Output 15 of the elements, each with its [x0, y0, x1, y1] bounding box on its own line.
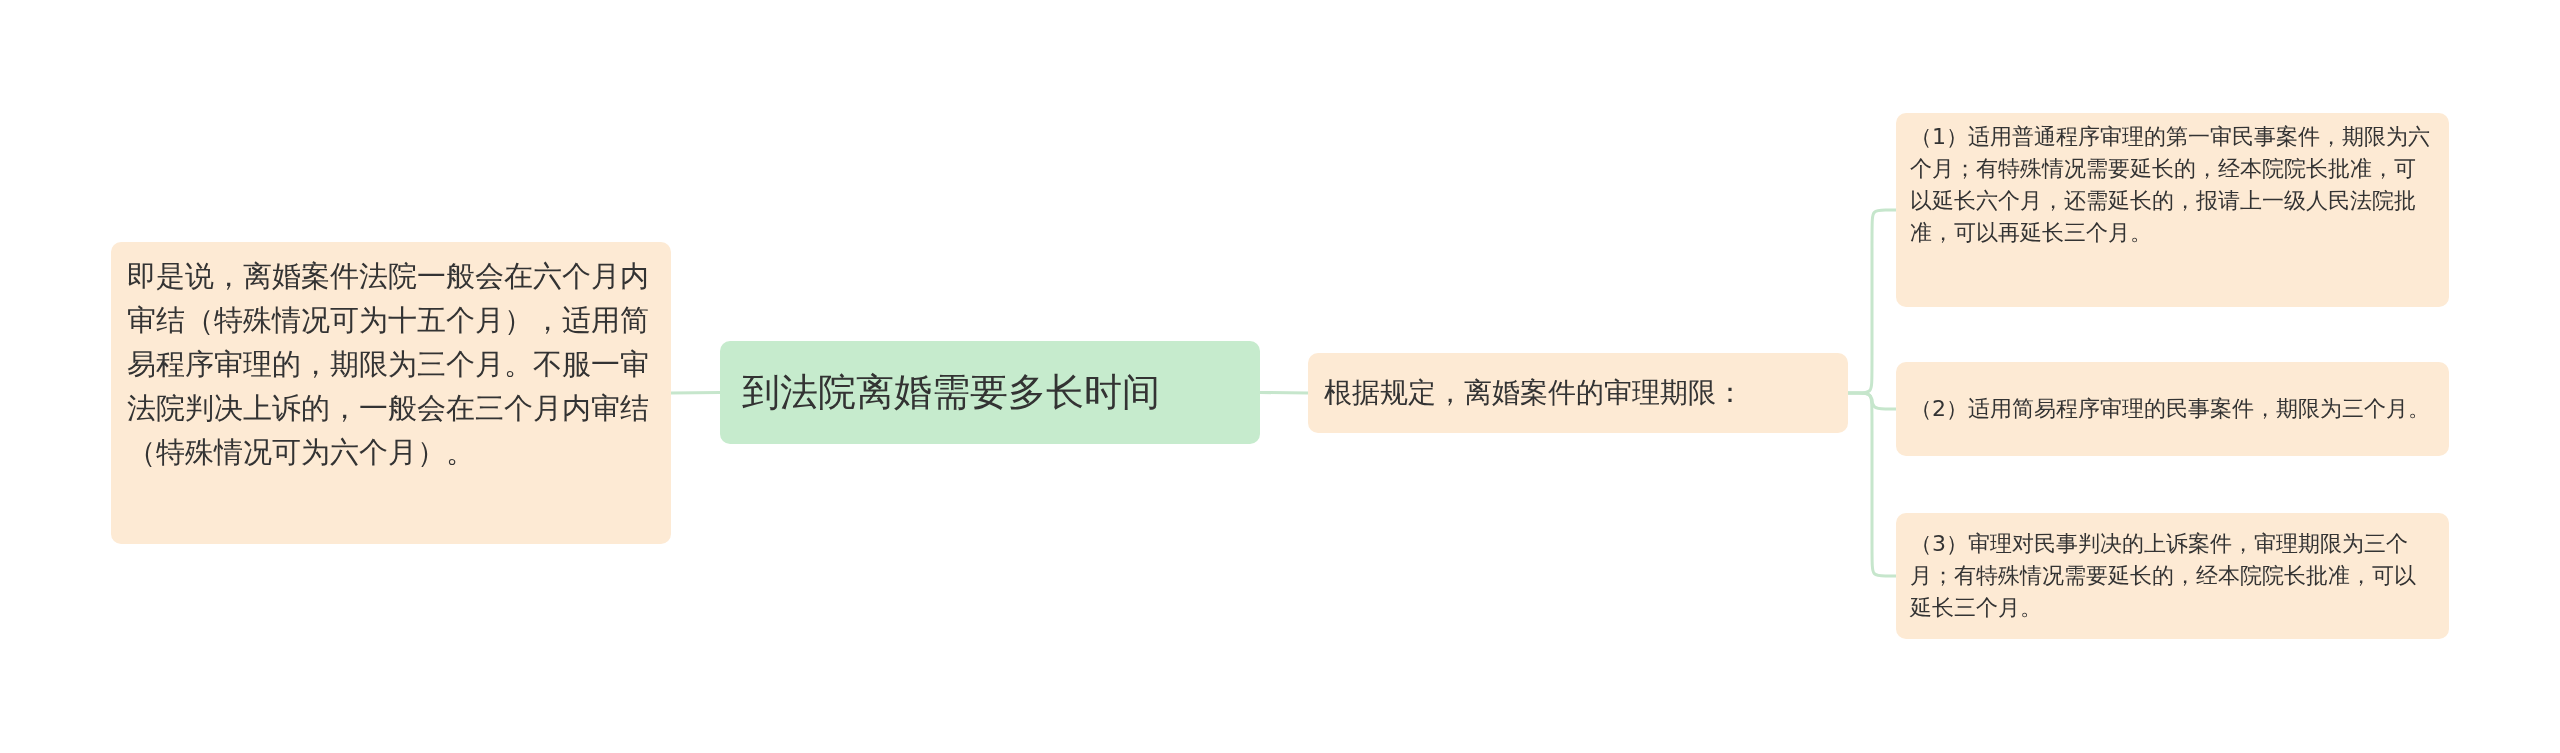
connector-line	[671, 391, 720, 395]
text-box	[1896, 513, 2449, 639]
node-text: 即是说，离婚案件法院一般会在六个月内审结（特殊情况可为十五个月），适用简易程序审理的，期限为三个月。不服一审法院判决上诉的，一般会在三个月内审结（特殊情况可为六个月）。	[127, 258, 650, 472]
text-box	[1896, 362, 2449, 456]
node-text: （3）审理对民事判决的上诉案件，审理期限为三个月；有特殊情况需要延长的，经本院院长批准，可以延长三个月。	[1910, 530, 2417, 622]
node-text: 根据规定，离婚案件的审理期限：	[1324, 374, 1745, 411]
node-text: （2）适用简易程序审理的民事案件，期限为三个月。	[1910, 395, 2431, 424]
text-box	[111, 242, 671, 544]
text-box	[1308, 353, 1848, 433]
topic-box	[720, 341, 1260, 444]
text-box	[1896, 113, 2449, 307]
connector-line	[1260, 391, 1308, 395]
node-text: 到法院离婚需要多长时间	[742, 368, 1161, 416]
connector-line	[1848, 391, 1896, 578]
node-text: （1）适用普通程序审理的第一审民事案件，期限为六个月；有特殊情况需要延长的，经本院院长批准，可以延长六个月，还需延长的，报请上一级人民法院批准，可以再延长三个月。	[1910, 123, 2431, 247]
